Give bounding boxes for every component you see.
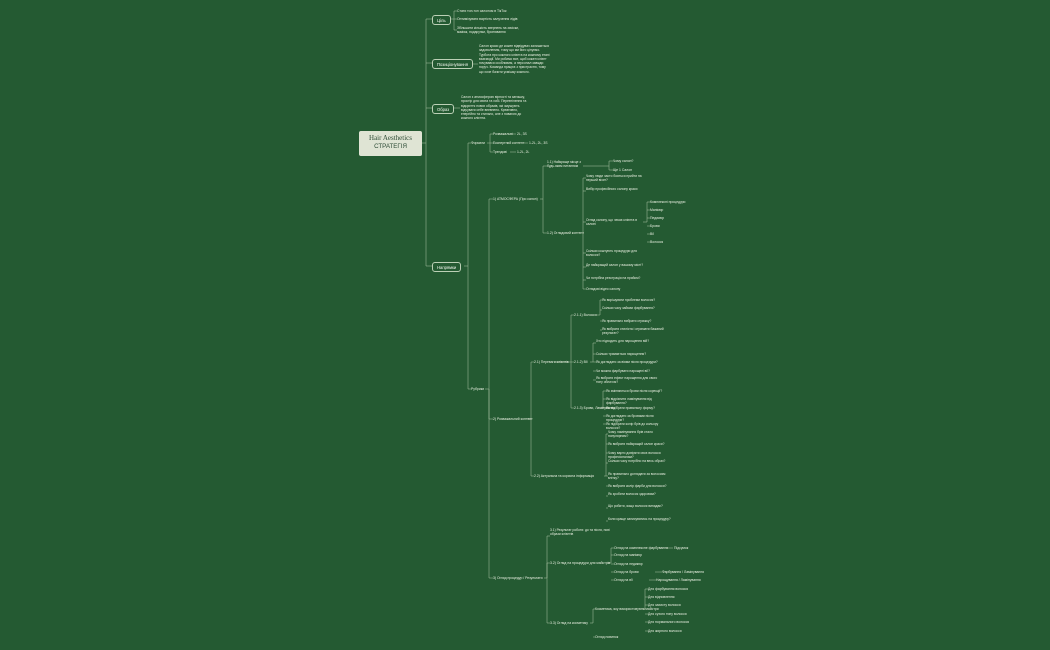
list-item[interactable]: Огляд на манікюр: [614, 553, 642, 557]
rubrics-node[interactable]: Рубрики: [471, 387, 485, 391]
list-item[interactable]: Чи потрібна реєстрація на прийом?: [586, 276, 641, 280]
list-item[interactable]: Волосся: [650, 240, 664, 244]
list-item[interactable]: Як зробити волосся здоровим?: [608, 492, 656, 496]
list-item[interactable]: Хто підходить для нарощення вій?: [596, 339, 650, 343]
section-goal[interactable]: Ціль: [432, 15, 451, 25]
list-item[interactable]: Скільки часу потрібно на весь образ?: [608, 459, 666, 463]
list-item[interactable]: Як доглядати за бровами після процедури?: [606, 414, 654, 423]
list-item[interactable]: Вії: [650, 232, 654, 236]
format-item[interactable]: Експертний контент: [493, 141, 525, 145]
rubric-2-1[interactable]: 2.1) Переваги клієнтів: [534, 360, 569, 364]
list-item[interactable]: Як змінюються брови після корекції?: [606, 389, 663, 393]
list-item[interactable]: Що робити, якщо волосся випадає?: [608, 504, 663, 508]
list-item[interactable]: Для жирного волосся: [648, 629, 682, 633]
list-item-tail: Нарощування / Ламінування: [656, 578, 701, 582]
list-item[interactable]: Брови: [650, 224, 660, 228]
list-item[interactable]: Огляд на вії: [614, 578, 633, 582]
list-item[interactable]: Як підібрати колір брів до кольору волос…: [606, 422, 659, 431]
list-item[interactable]: Чому варто довіряти своє волосся професі…: [608, 451, 661, 460]
list-item[interactable]: Для відновлення: [648, 595, 675, 599]
rubric-reviews[interactable]: 3) Огляд процедур / Результати: [493, 576, 543, 580]
section-image[interactable]: Образ: [432, 104, 455, 114]
rubric-3-2[interactable]: 3.2) Огляд на процедури для майстрів: [550, 561, 611, 565]
list-item[interactable]: Для захисту волосся: [648, 603, 681, 607]
list-item[interactable]: Коли краще записуватись на процедуру?: [608, 517, 671, 521]
format-item[interactable]: Трендові: [493, 150, 507, 154]
list-item[interactable]: Вибір професійного салону краси: [586, 187, 638, 191]
section-directions[interactable]: Напрямки: [432, 262, 462, 272]
list-item[interactable]: Як вирішувати проблеми волосся?: [602, 298, 656, 302]
list-item[interactable]: Як вибрати колір фарби для волосся?: [608, 484, 667, 488]
format-value: 2L, 3S: [517, 132, 527, 136]
rubric-2-2[interactable]: 2.2) Актуальна та корисна інформація: [534, 474, 595, 478]
rubric-atmosphere[interactable]: 1) АТМОСФЕРА (Про салон): [493, 197, 538, 201]
list-item-tail: Фарбування / Ламінування: [662, 570, 704, 574]
rubric-3-1[interactable]: 3.1) Результат роботи: до та після, нові…: [550, 528, 610, 537]
goal-item[interactable]: Збільшити кількість звернень на зачіски,…: [457, 26, 519, 35]
rubric-3-3[interactable]: 3.3) Огляд на косметику: [550, 621, 588, 625]
list-item[interactable]: Скільки тримається нарощення?: [596, 352, 647, 356]
list-item-tail: Підсумок: [674, 546, 689, 550]
list-item[interactable]: Чому ламінування брів стало популярним?: [608, 430, 653, 439]
list-item[interactable]: Як відрізнити ламінування від фарбування…: [606, 397, 652, 406]
list-item[interactable]: Для фарбування волосся: [648, 587, 689, 591]
list-item[interactable]: Чи можна фарбувати нарощені вії?: [596, 369, 650, 373]
list-item[interactable]: Манікюр: [650, 208, 664, 212]
list-item[interactable]: Як вибрати найкращий салон краси?: [608, 442, 665, 446]
list-item[interactable]: Як правильно вибрати стрижку?: [602, 319, 652, 323]
list-item[interactable]: Огляд новинок: [595, 635, 619, 639]
list-item[interactable]: Огляд на брови: [614, 570, 639, 574]
list-item[interactable]: Педикюр: [650, 216, 665, 220]
list-item[interactable]: Огляд салону, що чекає клієнта в салоні: [586, 218, 638, 227]
rubric-2-1-1[interactable]: 2.1.1) Волосся: [574, 313, 597, 317]
list-item[interactable]: Чому люди часто бояться прийти на перший…: [586, 174, 642, 183]
list-item[interactable]: Де найкращий салон у вашому місті?: [586, 263, 644, 267]
list-item[interactable]: Скільки часу займає фарбування?: [602, 306, 655, 310]
root-node[interactable]: Hair Aesthetics СТРАТЕГІЯ: [359, 131, 422, 156]
list-item[interactable]: Як вибрати ефект нарощення для свого тип…: [596, 376, 658, 385]
rubric-1-1[interactable]: 1.1) Найкраще місце з будь-яким питанням: [547, 160, 581, 169]
list-item[interactable]: Для сухого типу волосся: [648, 612, 687, 616]
list-item[interactable]: Оглядові відео салону: [586, 287, 621, 291]
list-item[interactable]: Як вибрати стиліста і отримати бажаний р…: [602, 327, 664, 336]
rubric-2-1-2[interactable]: 2.1.2) Вії: [574, 360, 588, 364]
root-title: Hair Aesthetics: [369, 134, 412, 142]
rubric-entertainment[interactable]: 2) Розважальний контент: [493, 417, 533, 421]
list-item[interactable]: Ще 1 Салон: [613, 168, 632, 172]
list-item[interactable]: Як правильно доглядати за волоссям влітк…: [608, 472, 666, 481]
root-subtitle: СТРАТЕГІЯ: [374, 143, 407, 150]
rubric-2-1-3[interactable]: 2.1.3) Брови, Ламінування: [574, 406, 616, 410]
goal-item[interactable]: Оптимізувати вартість залучення лідів: [457, 17, 518, 21]
list-item[interactable]: Як підібрати правильну форму?: [606, 406, 655, 410]
list-item[interactable]: Як доглядати за віями після процедури?: [596, 360, 658, 364]
list-item[interactable]: Огляд на комплексне фарбування: [614, 546, 668, 550]
format-value: 1-2L, 2L, 3S: [529, 141, 548, 145]
cosmetics-sub[interactable]: Косметика, яку використовують майстри: [595, 607, 659, 611]
positioning-text[interactable]: Салон краси де кожен відвідувач залишить…: [479, 44, 550, 74]
list-item[interactable]: Чому салон?: [613, 159, 634, 163]
list-item[interactable]: Для нормального волосся: [648, 620, 690, 624]
image-text[interactable]: Салон з атмосферою вірності та затишку, …: [461, 95, 527, 121]
rubric-1-2[interactable]: 1.2) Оглядовий контент: [547, 231, 584, 235]
format-node[interactable]: Формати: [471, 141, 485, 145]
list-item[interactable]: Скільки коштують процедури для волосся?: [586, 249, 637, 258]
list-item[interactable]: Комплексні процедури: [650, 200, 686, 204]
goal-item[interactable]: Стати топ-топ салоном в ТікТок: [457, 9, 507, 13]
format-value: 1-2L, 2L: [517, 150, 530, 154]
list-item[interactable]: Огляд на педикюр: [614, 562, 643, 566]
format-item[interactable]: Розважальні: [493, 132, 513, 136]
section-positioning[interactable]: Позиціонування: [432, 59, 474, 69]
